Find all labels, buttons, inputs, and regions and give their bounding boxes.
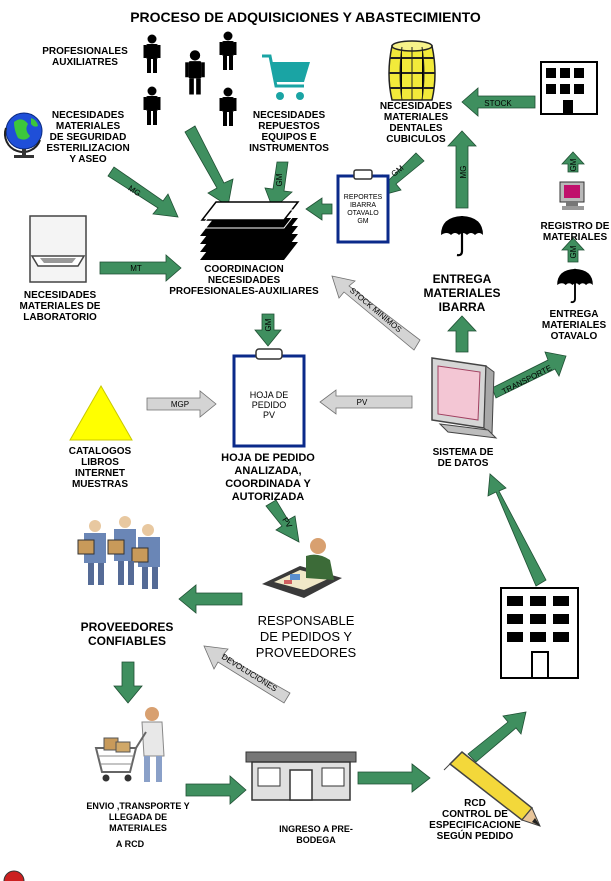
tall-building-icon	[500, 587, 579, 679]
cart-person-icon	[94, 707, 165, 782]
page-title: PROCESO DE ADQUISICIONES Y ABASTECIMIENT…	[130, 9, 481, 25]
label-envio: ENVIO ,TRANSPORTE Y LLEGADA DE MATERIALE…	[86, 801, 190, 833]
edge-label-gm-repuestos: GM	[275, 173, 284, 186]
label-hoja-pedido: HOJA DE PEDIDO ANALIZADA, COORDINADA Y A…	[221, 452, 315, 503]
label-rcd: RCD CONTROL DE ESPECIFICACIONE SEGÚN PED…	[429, 798, 521, 842]
edge-label-gm-otavalo: GM	[569, 245, 578, 258]
label-envio-rcd: A RCD	[115, 839, 145, 849]
arrow-hoja-responsable	[265, 499, 300, 543]
arrow-registro-monitor	[561, 151, 585, 173]
small-monitor-icon	[559, 181, 585, 210]
edge-label-gm-coordinacion: GM	[264, 318, 273, 331]
arrow-seguridad-coordinacion	[107, 166, 179, 218]
building-icon	[540, 61, 598, 115]
cart-icon	[262, 54, 310, 100]
arrow-envio-ingreso	[185, 775, 247, 805]
label-sistema: SISTEMA DE DE DATOS	[432, 447, 494, 469]
label-catalogos: CATALOGOS LIBROS INTERNET MUESTRAS	[68, 446, 132, 490]
clipboard-reportes-text: REPORTES IBARRA OTAVALO GM	[343, 194, 383, 225]
person-desk-icon	[262, 538, 342, 598]
arrow-reportes-coordinacion	[305, 197, 333, 221]
arrow-laboratorio-coordinacion	[99, 254, 182, 282]
arrow-transporte	[491, 351, 567, 399]
arrow-coordinacion-hoja	[254, 313, 282, 347]
arrow-profesionales-coordinacion	[184, 125, 234, 207]
label-necesidades-repuestos: NECESIDADES REPUESTOS EQUIPOS E INSTRUME…	[249, 110, 329, 154]
arrow-building-sistema	[487, 473, 547, 587]
edge-label-stock-minimos: STOCK MINIMOS	[348, 286, 403, 335]
barrel-icon	[388, 40, 436, 101]
clipboard-hoja-icon	[232, 348, 306, 448]
arrow-otavalo-registro	[561, 237, 585, 263]
arrow-rcd-building	[467, 711, 527, 763]
label-proveedores: PROVEEDORES CONFIABLES	[80, 620, 174, 648]
label-necesidades-dentales: NECESIDADES MATERIALES DENTALES CUBICULO…	[379, 101, 453, 145]
umbrella-ibarra-icon	[439, 214, 485, 257]
arrow-pv-sistema	[319, 389, 413, 415]
label-necesidades-seguridad: NECESIDADES MATERIALES DE SEGURIDAD ESTE…	[46, 110, 130, 165]
triangle-icon	[69, 384, 133, 441]
label-ingreso: INGRESO A PRE- BODEGA	[279, 824, 353, 845]
label-entrega-ibarra: ENTREGA MATERIALES IBARRA	[423, 272, 501, 314]
edge-label-mt: MT	[130, 264, 142, 273]
corner-logo-icon	[3, 870, 25, 881]
workers-boxes-icon	[77, 516, 160, 589]
pencil-icon	[440, 750, 541, 827]
flow-arrows	[99, 87, 585, 805]
paper-stack-icon	[198, 201, 300, 260]
clipboard-hoja-text: HOJA DE PEDIDO PV	[249, 390, 289, 420]
edge-label-gm-registro: GM	[569, 158, 578, 171]
label-entrega-otavalo: ENTREGA MATERIALES OTAVALO	[541, 309, 607, 342]
arrow-sistema-ibarra	[447, 315, 477, 353]
clipboard-reportes-icon	[336, 169, 390, 244]
umbrella-otavalo-icon	[556, 267, 594, 304]
store-icon	[245, 751, 357, 801]
file-tray-icon	[29, 215, 87, 283]
label-responsable: RESPONSABLE DE PEDIDOS Y PROVEEDORES	[255, 613, 357, 660]
gray-arrows	[146, 275, 421, 704]
arrow-mgp	[146, 390, 217, 418]
edge-label-mgp: MGP	[171, 400, 189, 409]
arrow-ibarra-up	[447, 130, 477, 209]
arrow-responsable-proveedores	[178, 584, 243, 614]
edge-label-pv: PV	[357, 398, 368, 407]
arrow-proveedores-envio	[113, 661, 143, 704]
label-coordinacion: COORDINACION NECESIDADES PROFESIONALES-A…	[169, 264, 319, 297]
arrow-ingreso-rcd	[357, 763, 431, 793]
label-profesionales: PROFESIONALES AUXILIATRES	[42, 46, 128, 68]
arrow-repuestos-coordinacion	[264, 161, 293, 210]
edge-label-stock: STOCK	[484, 99, 512, 108]
globe-icon	[3, 112, 43, 158]
arrow-stock-minimos	[331, 275, 421, 351]
label-laboratorio: NECESIDADES MATERIALES DE LABORATORIO	[19, 290, 101, 323]
label-registro: REGISTRO DE MATERIALES	[540, 221, 610, 243]
edge-label-mg-ibarra: MG	[459, 166, 468, 179]
arrow-stock	[461, 87, 536, 117]
computer-monitor-icon	[431, 357, 498, 439]
arrow-devoluciones	[203, 645, 291, 704]
people-icon	[143, 31, 237, 126]
